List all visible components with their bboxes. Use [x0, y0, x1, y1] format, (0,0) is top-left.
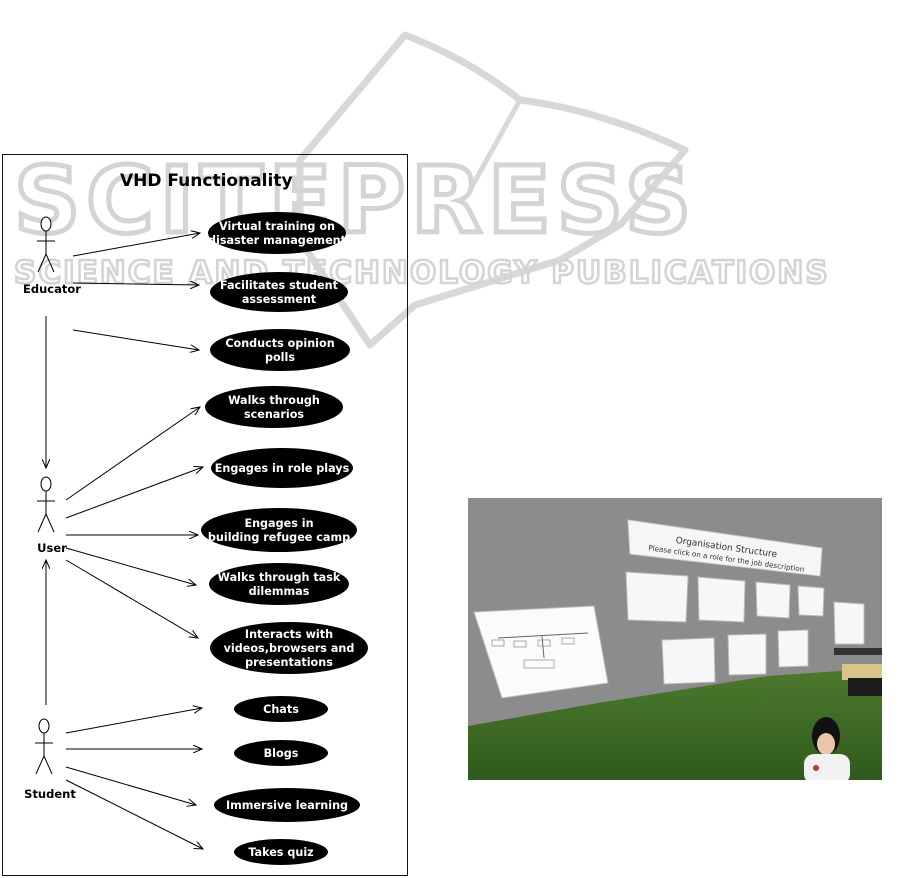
actor-student: Student: [24, 718, 76, 801]
use-case-label: Takes quiz: [248, 846, 313, 859]
virtual-world-screenshot: Organisation Structure Please click on a…: [468, 498, 882, 780]
use-case-label: building refugee camp: [208, 531, 350, 544]
use-case-label: Conducts opinion: [225, 337, 334, 350]
use-case-label: Engages in role plays: [215, 462, 350, 475]
use-case-label: disaster management: [208, 234, 347, 247]
association-arrow: [72, 233, 200, 257]
actor-label-educator: Educator: [23, 282, 81, 296]
association-arrow: [65, 708, 202, 734]
role-panel[interactable]: [625, 571, 689, 623]
use-case-label: Blogs: [264, 747, 299, 760]
association-arrow: [65, 407, 200, 501]
use-case-label: Engages in: [244, 517, 313, 530]
side-panel[interactable]: [833, 601, 865, 645]
role-panel[interactable]: [755, 581, 791, 619]
use-case-label: polls: [265, 351, 295, 364]
avatar[interactable]: [804, 717, 850, 780]
use-case-label: videos,browsers and: [224, 642, 355, 655]
use-case-label: Walks through task: [218, 571, 341, 584]
association-arrow: [65, 467, 203, 519]
use-case-oval: Engages in role plays: [211, 448, 353, 488]
use-case-label: dilemmas: [249, 585, 310, 598]
use-case-oval: Takes quiz: [234, 839, 328, 865]
use-case-label: Immersive learning: [226, 799, 348, 812]
role-panel[interactable]: [777, 629, 809, 668]
role-panel[interactable]: [697, 576, 746, 623]
association-arrow: [65, 779, 203, 849]
association-arrow: [65, 547, 196, 585]
use-case-oval: Chats: [234, 696, 328, 722]
actor-educator: Educator: [23, 216, 81, 296]
use-case-label: scenarios: [244, 408, 304, 421]
use-case-label: assessment: [242, 293, 317, 306]
actor-user: User: [37, 476, 67, 555]
association-arrow: [65, 559, 198, 638]
actor-label-student: Student: [24, 787, 76, 801]
use-case-label: presentations: [245, 656, 333, 669]
use-case-label: Facilitates student: [220, 279, 339, 292]
use-case-oval: Immersive learning: [214, 788, 360, 822]
use-case-label: Interacts with: [245, 628, 333, 641]
use-case-label: Virtual training on: [219, 220, 335, 233]
association-arrow: [72, 329, 199, 350]
use-case-label: Chats: [263, 703, 299, 716]
association-arrow: [65, 766, 196, 805]
role-panel[interactable]: [727, 633, 767, 676]
actor-label-user: User: [37, 541, 67, 555]
use-case-label: Walks through: [228, 394, 320, 407]
role-panel[interactable]: [661, 637, 716, 685]
role-panel[interactable]: [797, 585, 825, 617]
org-chart-board[interactable]: [473, 605, 609, 699]
use-case-diagram-frame: [2, 154, 408, 876]
use-case-oval: Blogs: [234, 740, 328, 766]
association-arrow: [72, 283, 199, 285]
diagram-title: VHD Functionality: [120, 171, 293, 191]
